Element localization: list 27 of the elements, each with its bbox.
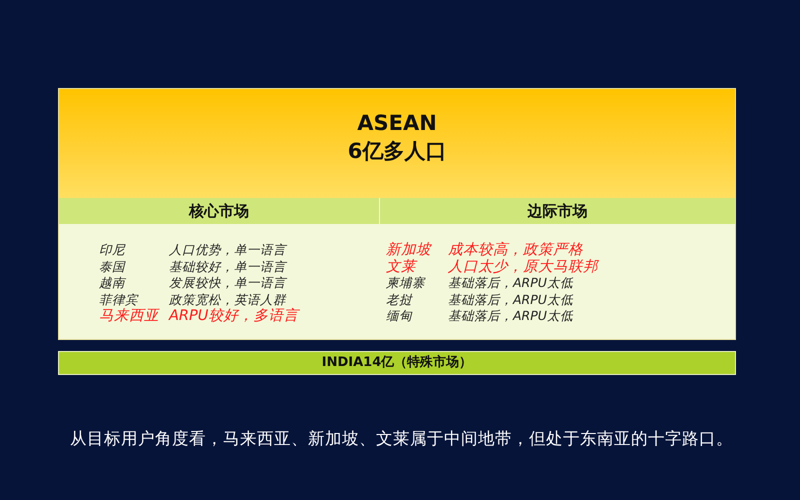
market-note: 基础较好，单一语言	[169, 258, 288, 275]
market-note: 发展较快，单一语言	[169, 275, 288, 292]
country-name: 越南	[99, 275, 127, 292]
market-note: 基础落后，ARPU太低	[448, 308, 574, 324]
country-name: 新加坡	[386, 242, 433, 258]
region-title: ASEAN	[356, 111, 438, 135]
column-header: 边际市场	[380, 198, 735, 224]
market-note: 人口优势，单一语言	[169, 242, 288, 258]
market-note: 基础落后，ARPU太低	[448, 275, 574, 292]
market-bar: INDIA14亿（特殊市场）	[58, 351, 736, 375]
country-name: 缅甸	[386, 308, 414, 324]
caption: 从目标用户角度看，马来西亚、新加坡、文莱属于中间地带，但处于东南亚的十字路口。	[70, 428, 734, 450]
market-note: 基础落后，ARPU太低	[448, 292, 574, 308]
column-header: 核心市场	[59, 198, 379, 224]
country-name: 柬埔寨	[386, 275, 426, 292]
market-note: 成本较高，政策严格	[448, 242, 584, 258]
market-note: 人口太少，原大马联邦	[448, 258, 600, 275]
country-name: 文莱	[386, 258, 418, 275]
population-note: 6亿多人口	[346, 138, 448, 165]
country-name: 泰国	[99, 258, 126, 275]
country-name: 老挝	[386, 292, 414, 308]
country-name: 印尼	[99, 242, 126, 258]
market-note: ARPU较好，多语言	[169, 308, 301, 324]
market-note: 政策宽松，英语人群	[169, 292, 288, 308]
region-box	[58, 88, 736, 340]
country-name: 马来西亚	[99, 308, 160, 324]
country-name: 菲律宾	[99, 292, 140, 308]
